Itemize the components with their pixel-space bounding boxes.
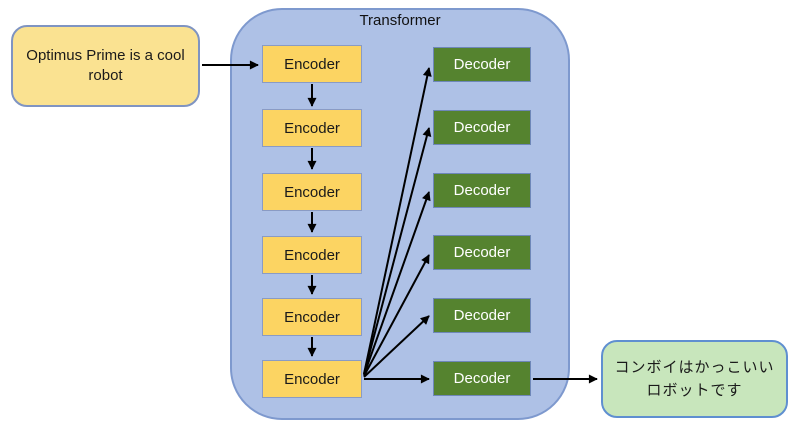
- decoder-label: Decoder: [453, 119, 511, 136]
- encoder-label: Encoder: [284, 119, 340, 137]
- encoder-label: Encoder: [284, 246, 340, 264]
- decoder-box-5: Decoder: [433, 298, 531, 333]
- encoder-box-4: Encoder: [262, 236, 362, 274]
- encoder-label: Encoder: [284, 370, 340, 388]
- input-box-label: Optimus Prime is a cool robot: [26, 46, 185, 84]
- decoder-label: Decoder: [453, 307, 511, 324]
- decoder-box-1: Decoder: [433, 47, 531, 82]
- encoder-box-3: Encoder: [262, 173, 362, 211]
- decoder-label: Decoder: [453, 56, 511, 73]
- decoder-label: Decoder: [453, 182, 511, 199]
- decoder-box-4: Decoder: [433, 235, 531, 270]
- transformer-title: Transformer: [359, 12, 441, 29]
- decoder-label: Decoder: [453, 370, 511, 387]
- decoder-label: Decoder: [453, 244, 511, 261]
- encoder-label: Encoder: [284, 183, 340, 201]
- decoder-box-3: Decoder: [433, 173, 531, 208]
- decoder-box-2: Decoder: [433, 110, 531, 145]
- encoder-box-2: Encoder: [262, 109, 362, 147]
- input-box: Optimus Prime is a cool robot: [11, 25, 200, 107]
- decoder-box-6: Decoder: [433, 361, 531, 396]
- encoder-label: Encoder: [284, 55, 340, 73]
- encoder-box-6: Encoder: [262, 360, 362, 398]
- encoder-box-1: Encoder: [262, 45, 362, 83]
- encoder-label: Encoder: [284, 308, 340, 326]
- encoder-box-5: Encoder: [262, 298, 362, 336]
- output-box: コンボイはかっこいいロボットです: [601, 340, 788, 418]
- output-box-label: コンボイはかっこいいロボットです: [614, 358, 775, 399]
